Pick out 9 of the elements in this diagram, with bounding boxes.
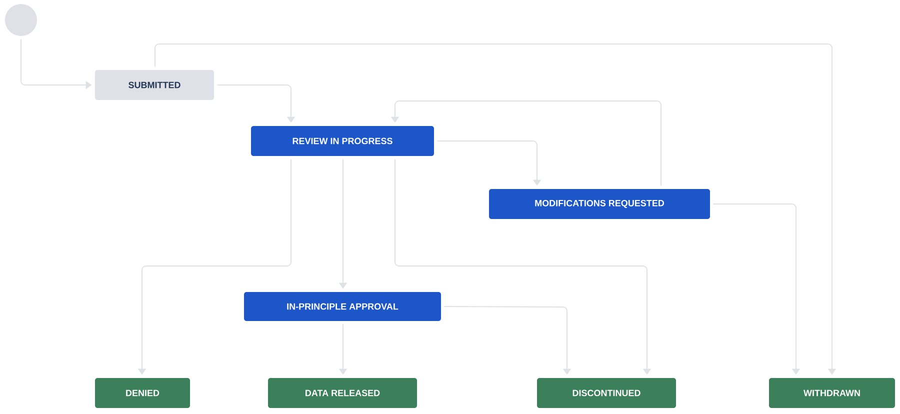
status-box: WITHDRAWN: [769, 378, 895, 408]
status-box: MODIFICATIONS REQUESTED: [489, 189, 710, 219]
status-box: IN-PRINCIPLE APPROVAL: [244, 292, 441, 321]
status-box: DISCONTINUED: [537, 378, 676, 408]
status-box: DENIED: [95, 378, 190, 408]
start-circle: [5, 4, 38, 36]
status-box: DATA RELEASED: [268, 378, 417, 408]
status-box: SUBMITTED: [95, 70, 214, 100]
status-box: REVIEW IN PROGRESS: [251, 126, 434, 156]
